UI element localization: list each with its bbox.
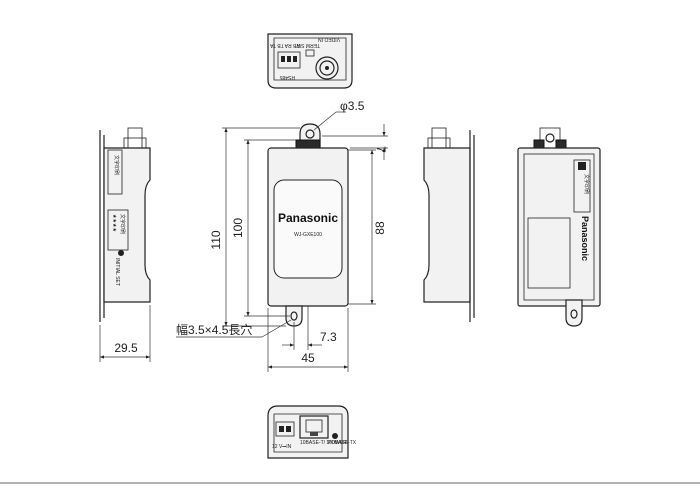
bottom-label-power: POWER (328, 440, 347, 446)
left-side-view: 文字印刷 文字印刷 ★★★★ INITIAL SET 29.5 (99, 127, 151, 362)
right-side-view (423, 127, 475, 322)
bottom-label-lan: 10BASE-T/ 100BASE-TX (300, 440, 357, 446)
dim-tab-offset: 7 (374, 146, 388, 153)
rear-view: 文字印刷 Panasonic (517, 127, 601, 327)
dim-slot: 幅3.5×4.5長穴 (176, 322, 252, 337)
top-label-terminals: RB RA TB TA (269, 42, 300, 48)
front-view: Panasonic WJ-GXE100 φ3.5 7 110 100 88 (176, 99, 388, 372)
dim-width: 45 (301, 351, 315, 365)
dim-height-inner: 88 (373, 221, 387, 235)
top-label-term-sw: TERM SW (296, 42, 320, 48)
top-label-rs485: RS485 (279, 74, 295, 80)
front-brand: Panasonic (278, 211, 338, 225)
front-model: WJ-GXE100 (294, 232, 322, 238)
left-initial-set: INITIAL SET (114, 258, 120, 286)
bottom-label-power-in: 12 V⎓IN (272, 444, 292, 450)
rear-brand: Panasonic (580, 216, 590, 261)
top-view: VIDEO IN TERM SW RB RA TB TA RS485 (267, 33, 353, 89)
top-label-video-in: VIDEO IN (318, 36, 340, 42)
dim-height-total: 110 (209, 230, 223, 249)
left-stamp-top: 文字印刷 (113, 155, 120, 175)
dim-slot-offset: 7.3 (320, 330, 337, 344)
left-stamp-dots: ★★★★ (111, 214, 117, 232)
dim-hole-diameter: φ3.5 (340, 99, 365, 113)
dim-depth: 29.5 (114, 341, 138, 355)
bottom-view: 12 V⎓IN 10BASE-T/ 100BASE-TX POWER (267, 405, 357, 459)
rear-stamp: 文字印刷 (583, 174, 590, 194)
dim-height-body: 100 (231, 218, 245, 238)
left-stamp-mid: 文字印刷 (119, 214, 126, 234)
